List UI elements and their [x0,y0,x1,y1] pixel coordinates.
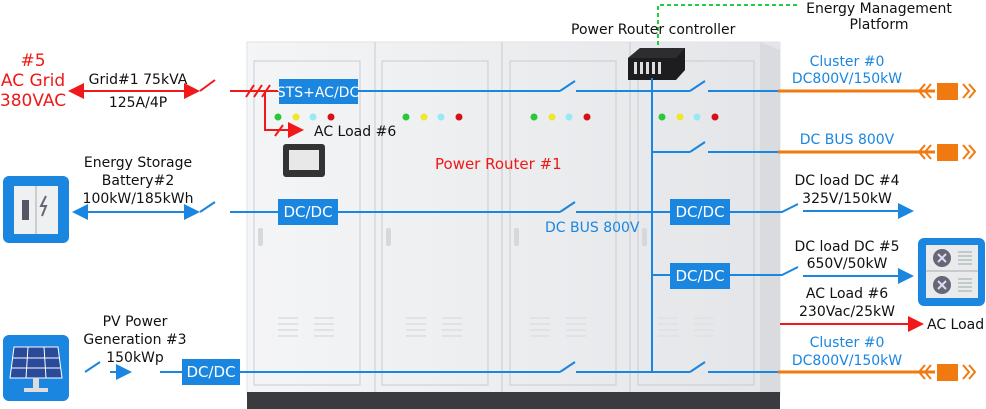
load4-dcdc-module [670,199,730,225]
ac-grid-line [68,79,924,332]
ac-grid-line1: #5 [20,51,45,71]
indicator-lights [274,113,719,121]
dc-load4-line2: 325V/150kW [802,191,892,207]
battery-dcdc-label: DC/DC [283,203,332,221]
load4-dcdc-label: DC/DC [675,203,724,221]
pv-line1: PV Power [103,314,168,330]
dc-lines [72,78,914,380]
sts-acdc-label: STS+AC/DC [277,85,360,101]
ac-load6-line2: 230Vac/25kW [799,304,895,320]
controller-label: Power Router controller [571,22,736,38]
pv-line2: Generation #3 [83,332,186,348]
touch-screen [283,144,325,177]
router-title: Power Router #1 [435,155,562,173]
dc-bus-output-label: DC BUS 800V [800,132,895,148]
ac-grid-label: #5 AC Grid 380VAC [0,51,66,111]
pv-dcdc-module [182,359,240,385]
sts-acdc-module [279,79,358,104]
battery-line2: Battery#2 [102,173,174,189]
ac-load-branch-label: AC Load #6 [314,124,396,140]
ac-grid-line2: AC Grid [1,71,65,91]
solar-panel-icon [3,335,69,401]
load5-dcdc-module [670,263,730,289]
battery-line1: Energy Storage [84,155,192,171]
ems-line1: Energy Management [806,1,952,17]
grid-breaker: 125A/4P [109,95,167,111]
cluster-top-line2: DC800V/150kW [792,71,902,87]
comm-link-dashed [657,4,800,45]
dc-load4-line1: DC load DC #4 [794,173,899,189]
ems-line2: Platform [849,17,908,33]
ac-load6-line1: AC Load #6 [806,286,888,302]
pv-dcdc-label: DC/DC [186,363,235,381]
battery-storage-icon [3,176,69,243]
load5-dcdc-label: DC/DC [675,267,724,285]
ac-load-label: AC Load [927,317,984,333]
dc-bus-connector-icon [917,144,977,161]
grid-rating: Grid#1 75kVA [89,72,188,88]
cluster-connector-icon [917,83,977,100]
dc-bus-center-label: DC BUS 800V [545,220,640,236]
cluster-bottom-line1: Cluster #0 [810,335,885,351]
cluster-bottom-line2: DC800V/150kW [792,353,902,369]
power-router-controller-icon [628,48,685,80]
cluster-lines [778,89,935,374]
ac-grid-line3: 380VAC [0,91,66,111]
battery-dcdc-module [278,199,338,225]
dc-load5-line1: DC load DC #5 [794,239,899,255]
cluster-bottom-connector-icon [917,364,977,381]
cluster-top-line1: Cluster #0 [810,54,885,70]
pv-line3: 150kWp [106,350,164,366]
battery-line3: 100kW/185kWh [83,191,194,207]
ac-unit-icon [918,238,985,306]
dc-load5-line2: 650V/50kW [807,256,888,272]
